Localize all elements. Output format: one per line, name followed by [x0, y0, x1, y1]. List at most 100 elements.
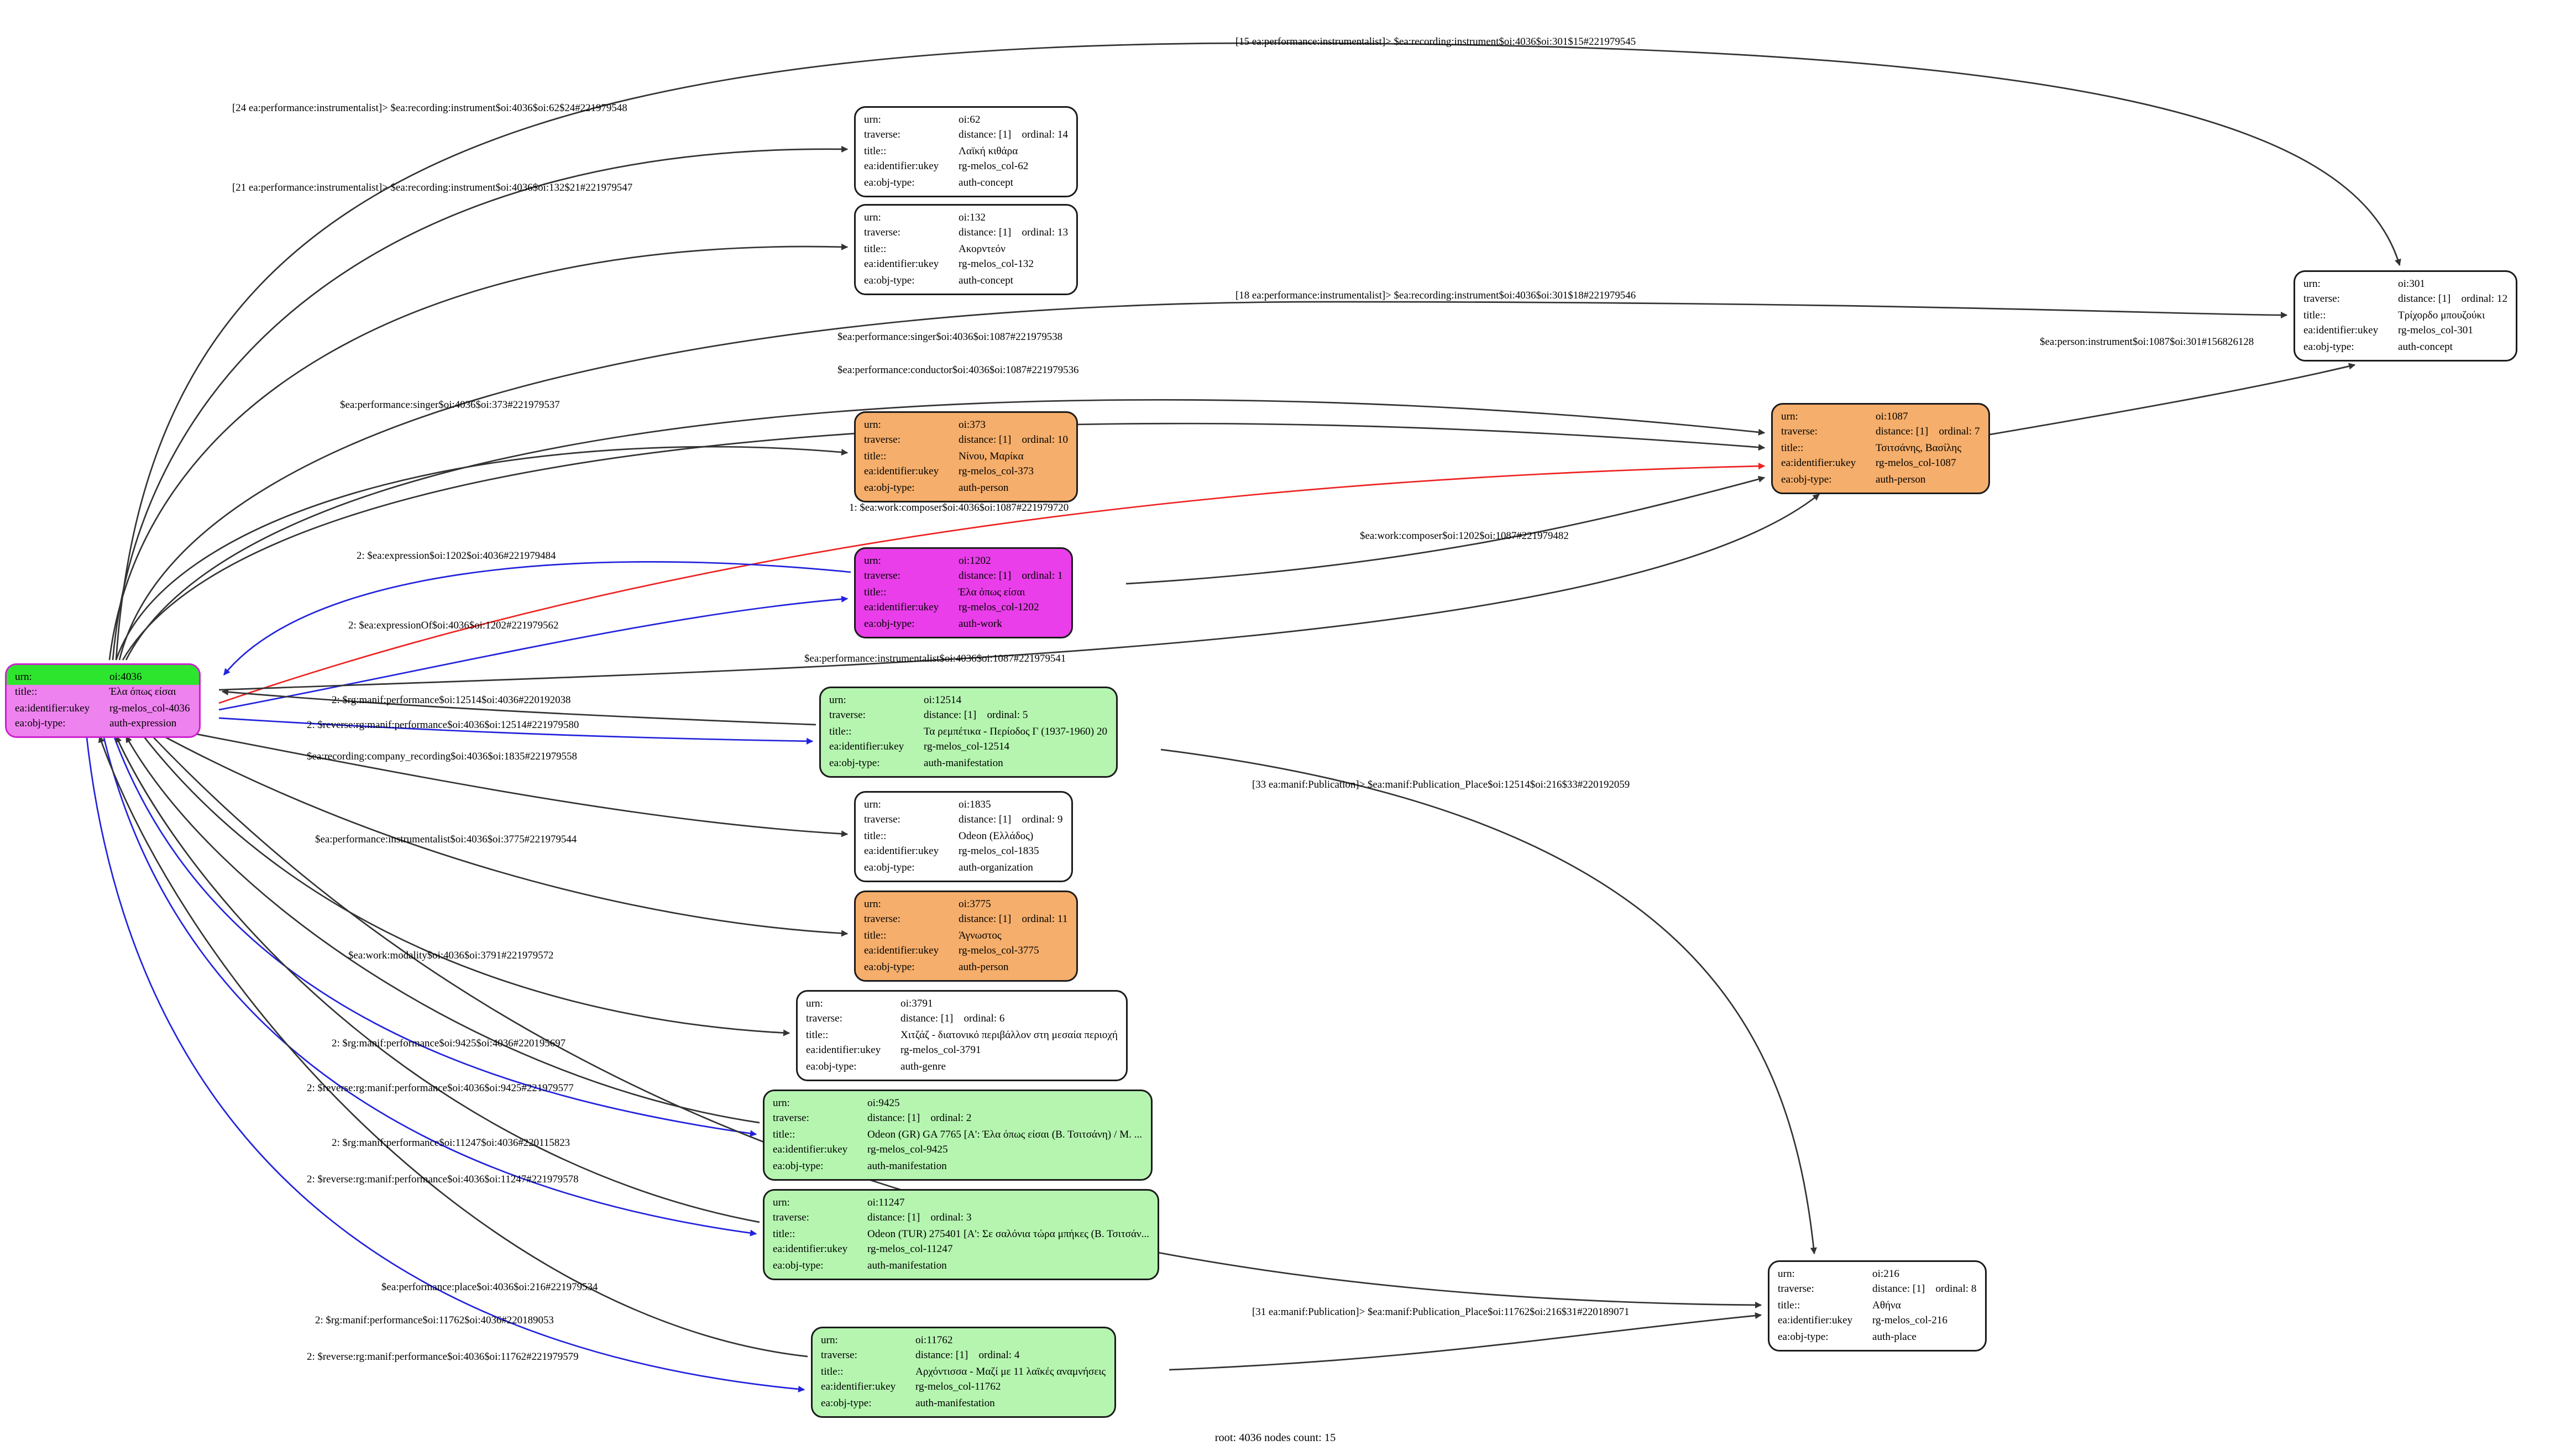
node-field-row: ea:obj-type:auth-person — [856, 960, 1076, 976]
node-field-row: ea:obj-type:auth-manifestation — [765, 1159, 1150, 1175]
field-key: ea:obj-type: — [1778, 1331, 1829, 1343]
field-key: traverse: — [806, 1013, 842, 1025]
node-field-row: title::Αθήνα — [1769, 1298, 1985, 1314]
field-key: urn: — [864, 798, 881, 810]
field-value: rg-melos_col-3791 — [900, 1045, 981, 1056]
field-key: title:: — [864, 243, 887, 255]
field-key: ea:obj-type: — [864, 274, 915, 286]
field-value: rg-melos_col-1835 — [959, 846, 1039, 857]
node-field-row: ea:identifier:ukey rg-melos_col-3791 — [798, 1043, 1126, 1059]
field-value: oi:3775 — [959, 898, 991, 910]
edge-reverse-rg-manif-performance-11762 — [85, 732, 805, 1393]
node-oi-3775[interactable]: urn: oi:3775 traverse:distance: [1] ordina… — [854, 891, 1078, 981]
node-field-row: traverse:distance: [1] ordinal: 2 — [765, 1111, 1150, 1127]
field-key: traverse: — [1778, 1284, 1814, 1295]
field-key: urn: — [806, 997, 823, 1009]
edge-performance-instrumentalist-1087 — [218, 493, 1820, 691]
field-key: traverse: — [864, 434, 900, 446]
field-key: traverse: — [773, 1212, 809, 1224]
field-key: title:: — [864, 586, 887, 598]
node-field-row: title::Odeon (GR) GA 7765 [Α': Έλα όπως … — [765, 1127, 1150, 1143]
field-key: ea:identifier:ukey — [806, 1045, 881, 1056]
field-value: distance: [1] ordinal: 6 — [900, 1013, 1005, 1025]
field-key: title:: — [829, 725, 852, 737]
field-key: traverse: — [829, 710, 866, 721]
field-value: oi:216 — [1872, 1268, 1900, 1280]
field-key: title:: — [773, 1228, 795, 1240]
field-key: urn: — [864, 898, 881, 910]
node-field-row: traverse:distance: [1] ordinal: 11 — [856, 912, 1076, 928]
field-value: oi:12514 — [924, 694, 962, 706]
node-field-row: title::Νίνου, Μαρίκα — [856, 449, 1076, 465]
node-field-row: traverse:distance: [1] ordinal: 10 — [856, 433, 1076, 449]
field-value: rg-melos_col-1087 — [1876, 458, 1956, 469]
field-value: Τσιτσάνης, Βασίλης — [1876, 442, 1961, 454]
edge-work-modality-3791 — [140, 732, 790, 1036]
field-value: Τρίχορδο μπουζούκι — [2398, 309, 2485, 321]
field-key: ea:identifier:ukey — [2303, 325, 2379, 337]
node-field-row: urn:oi:62 — [856, 112, 1076, 128]
edge-work-composer-1202-1087 — [1125, 475, 1766, 585]
field-value: Έλα όπως είσαι — [959, 586, 1025, 598]
field-value: Χιτζάζ - διατονικό περιβάλλον στη μεσαία… — [900, 1029, 1118, 1041]
field-key: ea:obj-type: — [864, 481, 915, 494]
field-key: ea:identifier:ukey — [1778, 1315, 1853, 1327]
node-field-row: title::Άγνωστος — [856, 928, 1076, 944]
field-key: title:: — [864, 450, 887, 462]
field-value: oi:1202 — [959, 554, 991, 567]
edge-recording-company-recording-1835 — [190, 732, 849, 837]
edge-performance-conductor-1087 — [122, 422, 1766, 661]
node-field-row: title::Χιτζάζ - διατονικό περιβάλλον στη… — [798, 1028, 1126, 1044]
field-key: traverse: — [864, 227, 900, 239]
field-key: ea:obj-type: — [864, 176, 915, 188]
field-value: oi:301 — [2398, 277, 2426, 290]
field-key: title:: — [821, 1365, 844, 1378]
field-key: ea:identifier:ukey — [864, 161, 939, 172]
field-value: rg-melos_col-3775 — [959, 945, 1039, 957]
field-value: rg-melos_col-1202 — [959, 602, 1039, 614]
field-key: ea:obj-type: — [864, 961, 915, 973]
node-field-row: traverse:distance: [1] ordinal: 4 — [813, 1348, 1114, 1364]
field-value: distance: [1] ordinal: 14 — [959, 129, 1069, 141]
node-field-row: urn:oi:373 — [856, 417, 1076, 433]
field-value: auth-concept — [2398, 341, 2453, 353]
node-field-row: traverse: distance: [1] ordinal: 6 — [798, 1012, 1126, 1028]
field-value: auth-expression — [109, 718, 177, 730]
edge-performance-instrumentalist-3775 — [157, 732, 849, 937]
field-key: ea:obj-type: — [773, 1160, 824, 1172]
field-value: distance: [1] ordinal: 4 — [915, 1350, 1020, 1361]
field-key: ea:identifier:ukey — [864, 602, 939, 614]
node-field-row: urn:oi:1202 — [856, 553, 1071, 569]
field-key: title:: — [1781, 442, 1804, 454]
field-key: ea:obj-type: — [864, 617, 915, 630]
node-field-row: ea:obj-type:auth-manifestation — [821, 756, 1116, 772]
field-key: title:: — [806, 1029, 829, 1041]
field-key: urn: — [864, 418, 881, 431]
field-value: oi:11762 — [915, 1334, 953, 1346]
edge-recording-instrument-301-18 — [118, 301, 2288, 661]
field-key: urn: — [864, 211, 881, 223]
node-field-row: ea:obj-type:auth-work — [856, 616, 1071, 632]
